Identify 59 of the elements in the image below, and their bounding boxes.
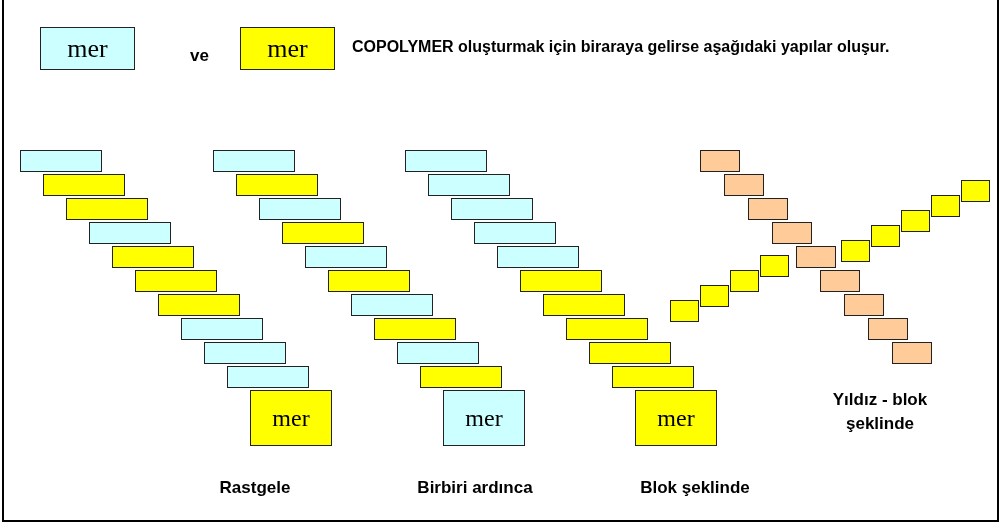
mer-unit-box: [724, 174, 764, 196]
mer-unit-box: [89, 222, 171, 244]
mer-unit-box: [961, 180, 990, 202]
mer-unit-box: [589, 342, 671, 364]
mer-unit-box: [670, 300, 699, 322]
mer-unit-box: [901, 210, 930, 232]
mer-unit-box: mer: [240, 27, 335, 70]
mer-unit-box: [844, 294, 884, 316]
mer-unit-box: [236, 174, 318, 196]
description-text: COPOLYMER oluşturmak için biraraya gelirse aşağıdaki yapılar oluşur.: [352, 37, 891, 57]
mer-unit-box: [351, 294, 433, 316]
mer-unit-box: [405, 150, 487, 172]
mer-unit-box: [868, 318, 908, 340]
mer-unit-box: [748, 198, 788, 220]
mer-unit-box: [328, 270, 410, 292]
mer-unit-box: [543, 294, 625, 316]
mer-unit-box: [259, 198, 341, 220]
mer-unit-box: [497, 246, 579, 268]
mer-unit-box: mer: [443, 390, 525, 446]
mer-unit-box: [112, 246, 194, 268]
mer-unit-box: [181, 318, 263, 340]
mer-unit-box: [213, 150, 295, 172]
mer-unit-box: [871, 225, 900, 247]
mer-unit-box: [730, 270, 759, 292]
mer-unit-box: [566, 318, 648, 340]
mer-unit-box: [820, 270, 860, 292]
mer-unit-box: [772, 222, 812, 244]
structure-caption: Blok şeklinde: [639, 477, 751, 499]
mer-unit-box: [282, 222, 364, 244]
connector-word: ve: [190, 45, 210, 67]
mer-unit-box: [700, 150, 740, 172]
mer-unit-box: [66, 198, 148, 220]
mer-unit-box: [397, 342, 479, 364]
mer-unit-box: [305, 246, 387, 268]
mer-unit-box: [158, 294, 240, 316]
mer-unit-box: [428, 174, 510, 196]
structure-caption: Yıldız - blok şeklinde: [831, 389, 929, 435]
structure-caption: Birbiri ardınca: [416, 477, 534, 499]
mer-unit-box: mer: [635, 390, 717, 446]
mer-unit-box: [135, 270, 217, 292]
mer-unit-box: [841, 240, 870, 262]
mer-unit-box: [374, 318, 456, 340]
mer-unit-box: [892, 342, 932, 364]
mer-unit-box: [227, 366, 309, 388]
mer-unit-box: [451, 198, 533, 220]
mer-unit-box: [204, 342, 286, 364]
mer-unit-box: mer: [250, 390, 332, 446]
structure-caption: Rastgele: [218, 477, 292, 499]
mer-unit-box: mer: [40, 27, 135, 70]
mer-unit-box: [20, 150, 102, 172]
mer-unit-box: [520, 270, 602, 292]
mer-unit-box: [931, 195, 960, 217]
mer-unit-box: [760, 255, 789, 277]
mer-unit-box: [700, 285, 729, 307]
mer-unit-box: [43, 174, 125, 196]
mer-unit-box: [612, 366, 694, 388]
mer-unit-box: [474, 222, 556, 244]
mer-unit-box: [796, 246, 836, 268]
mer-unit-box: [420, 366, 502, 388]
